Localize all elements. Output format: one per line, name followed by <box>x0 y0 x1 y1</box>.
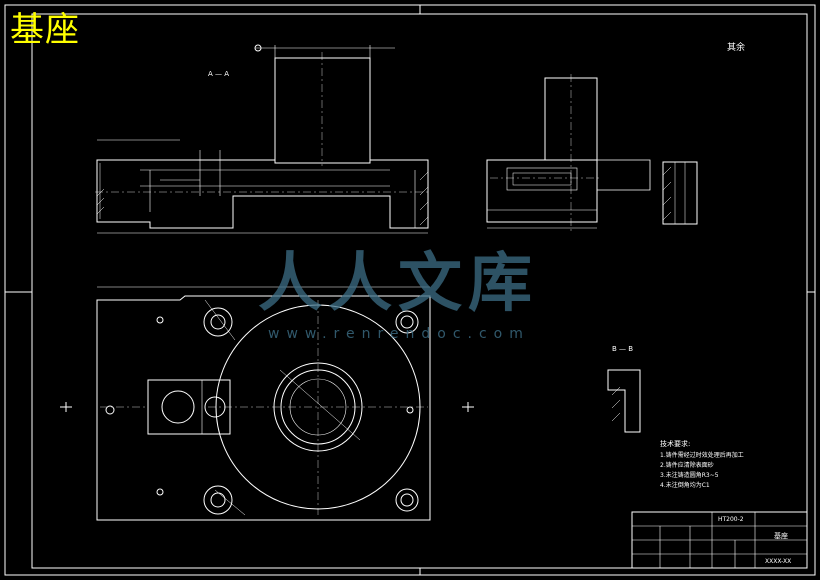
drawing-title: 基座 <box>10 10 80 50</box>
section-b-label: B — B <box>612 345 634 353</box>
section-b-b-view <box>607 369 641 433</box>
watermark-url: www.renrendoc.com <box>268 326 530 342</box>
part-name: 基座 <box>774 532 788 540</box>
plan-view <box>60 286 474 521</box>
drawing-code: XXXX-XX <box>765 558 792 565</box>
outer-border <box>4 4 816 576</box>
section-a-a-view <box>95 44 430 234</box>
material-text: HT200-2 <box>718 516 744 523</box>
section-a-label: A — A <box>208 70 230 78</box>
tech-req-item: 3.未注铸造圆角R3~5 <box>660 472 719 479</box>
tech-req-item: 4.未注倒角均为C1 <box>660 482 710 489</box>
watermark-text: 人人文库 <box>258 246 538 321</box>
title-block <box>631 511 808 569</box>
roughness-note: 其余 <box>727 43 746 53</box>
side-view <box>486 74 698 232</box>
tech-req-heading: 技术要求: <box>660 440 691 448</box>
tech-req-item: 1.铸件需经过时效处理后再加工 <box>660 452 744 459</box>
tech-req-item: 2.铸件应清除表面砂 <box>660 462 714 469</box>
